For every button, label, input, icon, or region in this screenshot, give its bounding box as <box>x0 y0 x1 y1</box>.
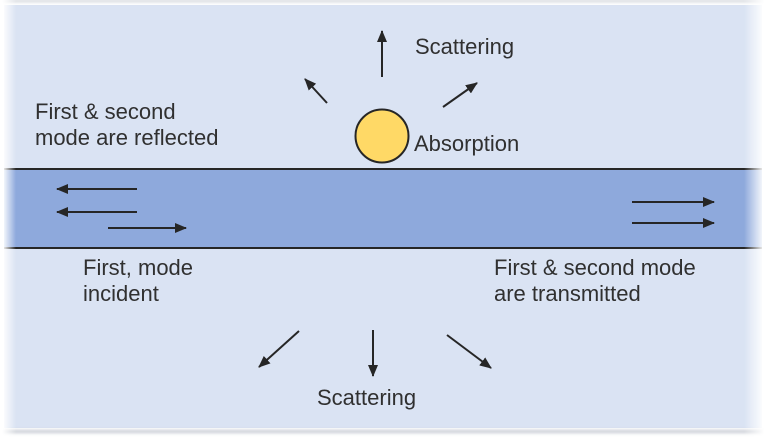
scattering-down-right-arrow-icon <box>446 334 492 369</box>
top-border-line <box>0 0 768 2</box>
bottom-border-line <box>0 430 768 433</box>
waveguide-band <box>4 168 762 249</box>
absorption-particle <box>354 108 410 164</box>
scattering-up-right-arrow-icon <box>442 82 478 108</box>
reflected-modes-label: First & second mode are reflected <box>35 99 219 150</box>
scattering-up-left-arrow-icon <box>304 78 328 104</box>
transmitted-modes-label: First & second mode are transmitted <box>494 255 696 306</box>
absorption-label: Absorption <box>414 131 520 156</box>
scattering-top-label: Scattering <box>415 34 515 59</box>
scattering-bottom-label: Scattering <box>317 385 417 410</box>
incident-mode-label: First, mode incident <box>83 255 194 306</box>
scattering-down-left-arrow-icon <box>258 330 300 368</box>
